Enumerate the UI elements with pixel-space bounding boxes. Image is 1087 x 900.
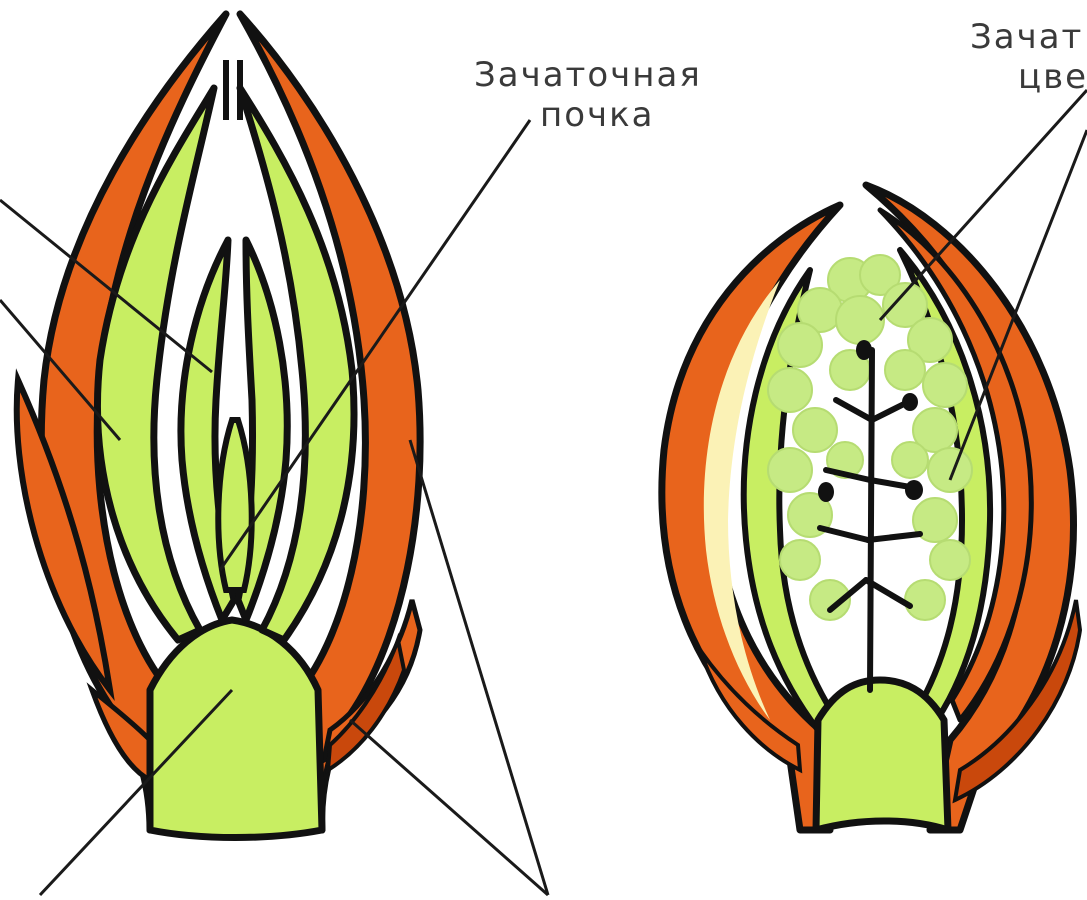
pointer-scale-1 (410, 440, 548, 895)
pointer-scale-2 (350, 720, 548, 895)
label-vegetative-bud-line2: почка (540, 98, 655, 132)
left-bud-axis (150, 620, 322, 838)
left-bud-gap-lines (226, 60, 240, 120)
generative-bud (662, 185, 1080, 830)
label-generative-bud-line2: цве (1018, 60, 1087, 94)
label-generative-bud-line1: Зачат (970, 20, 1083, 54)
label-vegetative-bud-line1: Зачаточная (474, 58, 702, 92)
right-bud-axis (816, 680, 948, 830)
vegetative-bud (17, 14, 420, 838)
